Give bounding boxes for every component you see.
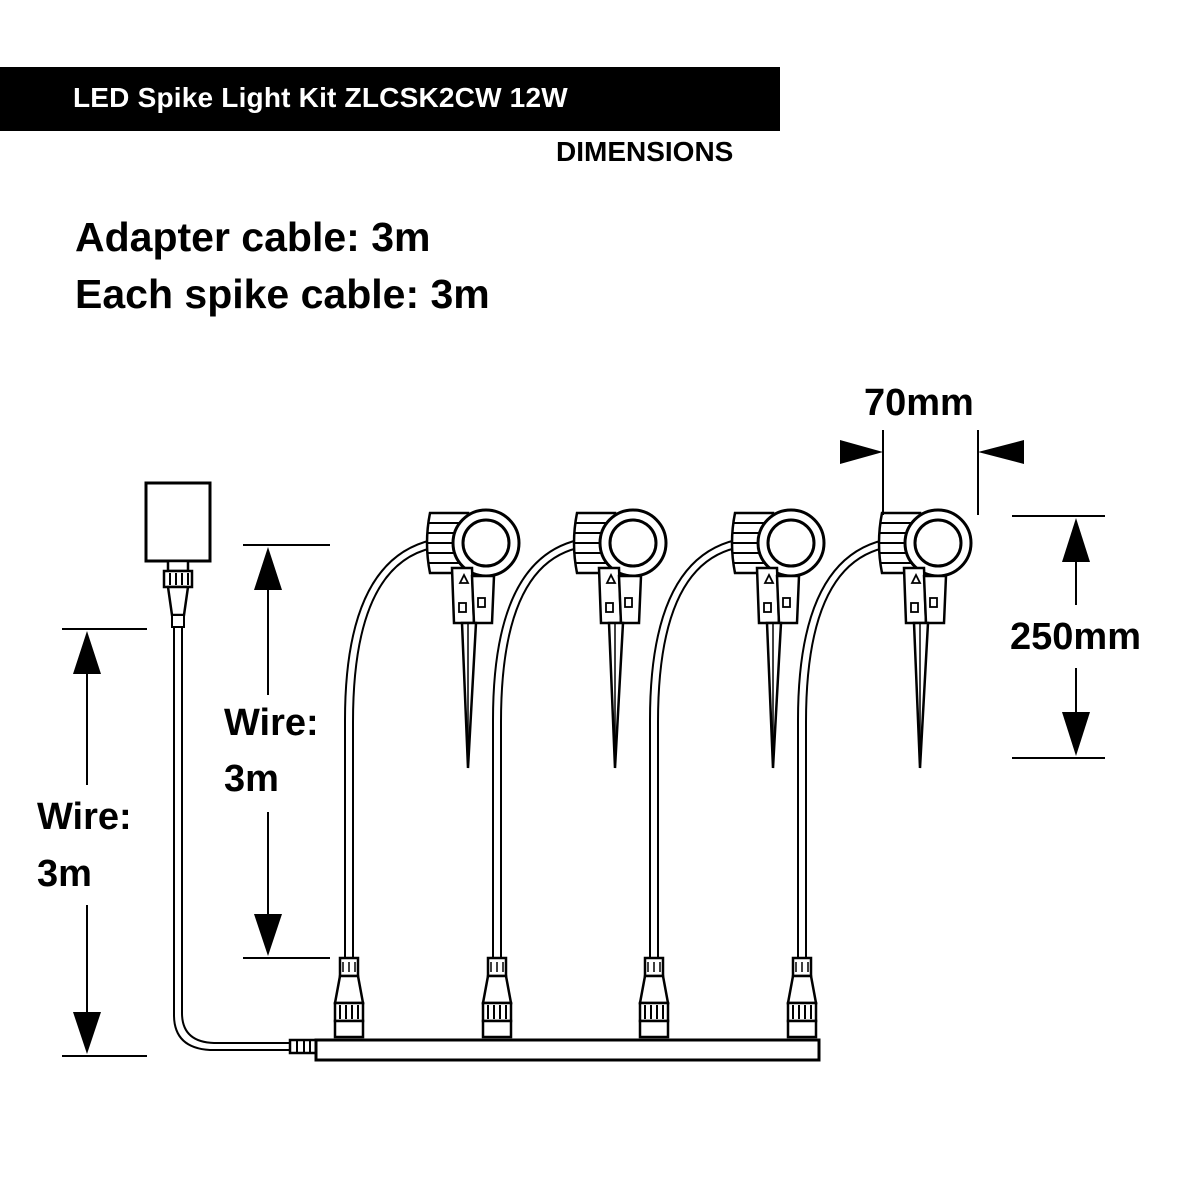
width-dimension <box>840 430 1024 515</box>
adapter-wire-dimension <box>62 628 147 1057</box>
spike-connector-1 <box>333 956 365 1039</box>
spike-cables <box>344 539 885 958</box>
spike-connector-3 <box>638 956 670 1039</box>
spike-wire-label: Wire: <box>224 702 319 744</box>
adapter-cable <box>173 627 292 1051</box>
spike-light-1 <box>425 508 521 770</box>
adapter-box <box>144 481 212 628</box>
spec-spike-cable: Each spike cable: 3m <box>75 271 490 317</box>
spike-height-label: 250mm <box>1010 616 1141 658</box>
spike-wire-dimension <box>243 544 330 959</box>
spike-light-3 <box>730 508 826 770</box>
spike-connector-4 <box>786 956 818 1039</box>
adapter-wire-value: 3m <box>37 853 92 895</box>
title-bar <box>0 67 780 131</box>
height-dimension <box>1012 515 1105 759</box>
adapter-wire-label: Wire: <box>37 796 132 838</box>
distribution-bar <box>314 1038 821 1062</box>
spike-light-2 <box>572 508 668 770</box>
spec-adapter-cable: Adapter cable: 3m <box>75 214 431 260</box>
spike-wire-value: 3m <box>224 758 279 800</box>
spike-connector-2 <box>481 956 513 1039</box>
head-width-label: 70mm <box>864 382 974 424</box>
page-subtitle: DIMENSIONS <box>556 136 734 167</box>
spike-light-4 <box>877 508 973 770</box>
page-title: LED Spike Light Kit ZLCSK2CW 12W <box>73 82 568 113</box>
